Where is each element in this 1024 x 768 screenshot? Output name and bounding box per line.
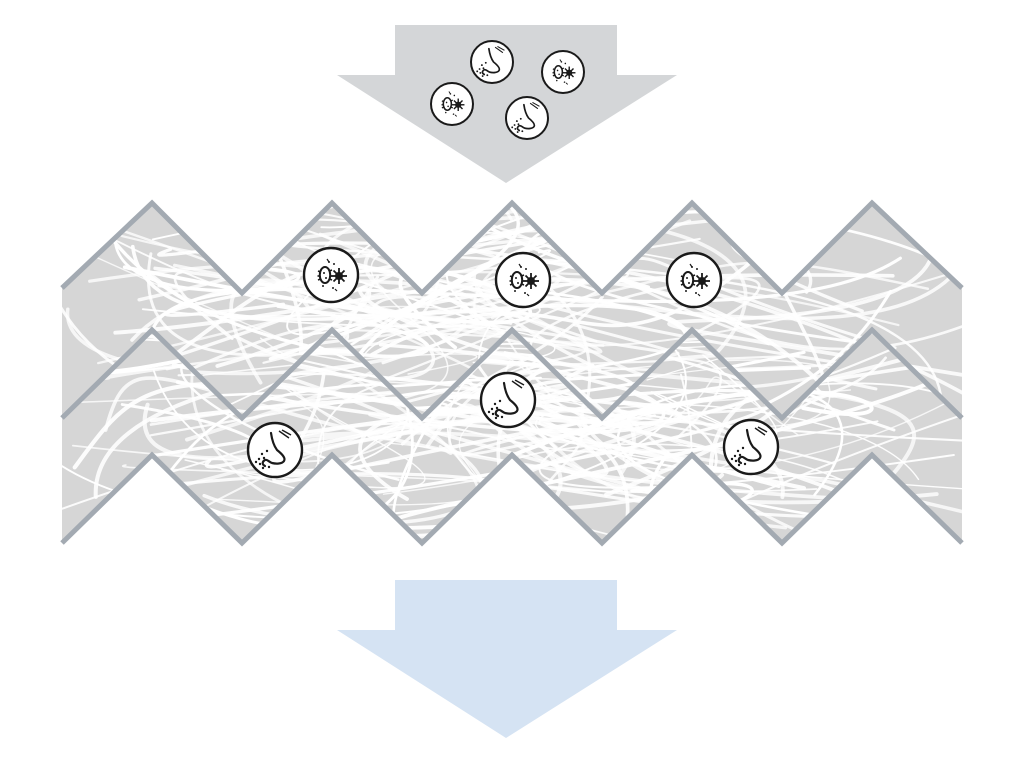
odor-icon	[246, 421, 304, 479]
odor-icon	[479, 371, 537, 429]
fiber-strand	[172, 232, 603, 354]
fiber-strand	[462, 393, 768, 457]
down-arrow-icon	[337, 580, 677, 738]
odor-icon	[470, 40, 514, 84]
fiber-strand	[197, 203, 640, 240]
fiber-strand	[667, 248, 962, 378]
fiber-strand	[215, 286, 692, 407]
down-arrow-icon	[337, 25, 677, 183]
filter-bottom-edge	[60, 451, 964, 547]
fiber-strand	[535, 403, 962, 492]
fiber-strand	[389, 335, 847, 482]
fiber-strand	[446, 346, 776, 543]
fiber-strand	[286, 218, 551, 336]
fiber-strand	[650, 354, 778, 439]
odor-icon	[722, 418, 780, 476]
inlet-arrow	[337, 25, 677, 183]
germ-icon	[430, 82, 474, 126]
outlet-arrow	[337, 580, 677, 738]
germ-icon	[494, 251, 552, 309]
fiber-strand	[146, 270, 234, 341]
fiber-strand	[513, 389, 874, 457]
germ-icon	[302, 246, 360, 304]
filter-middle-edge	[60, 326, 964, 422]
fiber-strand	[202, 353, 478, 376]
captured-particles	[246, 246, 780, 479]
fiber-strand	[66, 307, 468, 376]
odor-icon	[505, 96, 549, 140]
germ-icon	[541, 50, 585, 94]
fiber-strand	[102, 225, 430, 358]
filter-top-edge	[60, 199, 964, 297]
fiber-strand	[204, 418, 630, 531]
germ-icon	[665, 251, 723, 309]
fiber-strand	[538, 335, 922, 465]
fiber-strand	[215, 361, 786, 506]
fiber-strand	[382, 376, 799, 495]
fiber-strand	[371, 223, 598, 343]
inlet-particles	[430, 40, 585, 140]
